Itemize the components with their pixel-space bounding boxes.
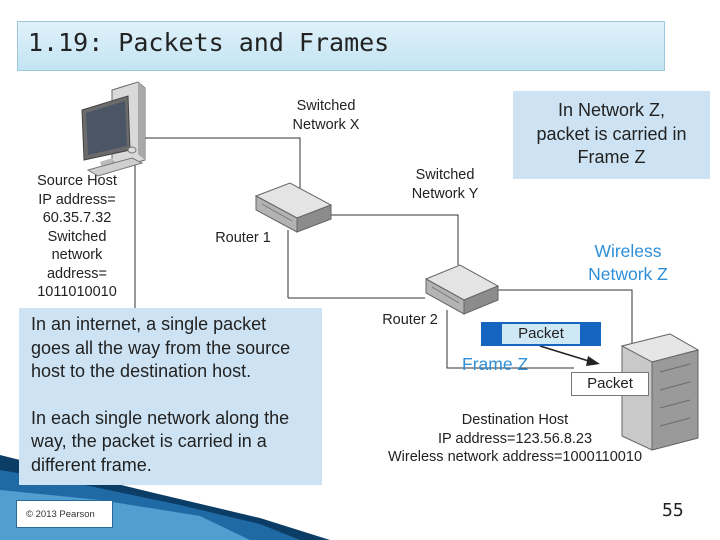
- callout-line: In an internet, a single packet: [31, 314, 267, 334]
- router-2-icon: [424, 264, 500, 315]
- network-y-links: [287, 214, 459, 299]
- switched-network-x-label: Switched Network X: [283, 97, 369, 134]
- network-y-line-1: Switched: [415, 167, 475, 183]
- packet-in-frame: Packet: [502, 324, 580, 344]
- source-host-line: IP address=: [38, 191, 116, 208]
- source-host-line: address=: [46, 265, 108, 282]
- router-1-icon: [254, 182, 333, 233]
- network-y-line-2: Network Y: [411, 185, 479, 202]
- network-z-line-1: Wireless: [594, 241, 662, 261]
- destination-host-line: IP address=123.56.8.23: [437, 430, 593, 447]
- copyright-notice: © 2013 Pearson: [16, 500, 113, 528]
- wireless-network-z-label: Wireless Network Z: [580, 240, 676, 286]
- callout-line: way, the packet is carried in a: [31, 431, 267, 451]
- callout-line: In Network Z,: [557, 100, 666, 120]
- network-x-line-2: Network X: [292, 116, 360, 133]
- packet-at-destination: Packet: [571, 372, 649, 396]
- source-computer-icon: [81, 81, 146, 177]
- destination-host-label: Destination Host IP address=123.56.8.23 …: [386, 411, 644, 467]
- source-host-line: 60.35.7.32: [42, 210, 112, 226]
- callout-line: host to the destination host.: [31, 361, 252, 381]
- slide-title: 1.19: Packets and Frames: [17, 21, 665, 71]
- frame-to-host-arrow: [539, 345, 600, 366]
- callout-line: In each single network along the: [31, 407, 290, 428]
- source-host-line: 1011010010: [37, 284, 117, 300]
- network-z-links: [446, 289, 633, 369]
- page-number: 55: [662, 500, 684, 521]
- switched-network-y-label: Switched Network Y: [402, 166, 488, 203]
- callout-line: different frame.: [31, 454, 152, 475]
- callout-line: Frame Z: [577, 147, 646, 167]
- network-x-links: [134, 137, 301, 310]
- source-host-line: network: [51, 247, 103, 263]
- destination-server-icon: [620, 333, 700, 451]
- callout-line: goes all the way from the source: [31, 337, 291, 358]
- source-host-line: Switched: [47, 228, 107, 245]
- frame-z-graphic: Packet: [481, 322, 601, 346]
- source-host-label: Source Host IP address= 60.35.7.32 Switc…: [26, 172, 128, 302]
- internet-callout: In an internet, a single packet goes all…: [19, 308, 322, 485]
- router-2-label: Router 2: [382, 312, 438, 328]
- destination-host-line: Wireless network address=1000110010: [387, 449, 643, 465]
- frame-z-callout: In Network Z, packet is carried in Frame…: [513, 91, 710, 179]
- router-1-label: Router 1: [215, 230, 271, 246]
- network-x-line-1: Switched: [296, 98, 356, 114]
- callout-line: packet is carried in: [536, 123, 687, 144]
- source-host-line: Source Host: [37, 173, 117, 189]
- network-z-line-2: Network Z: [588, 264, 668, 284]
- destination-host-line: Destination Host: [461, 412, 569, 428]
- frame-z-label: Frame Z: [462, 354, 529, 374]
